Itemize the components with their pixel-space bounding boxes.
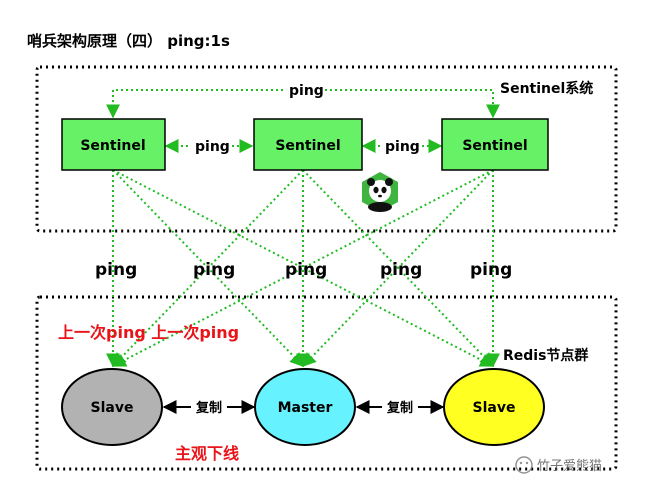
ping-label-large-2: ping xyxy=(193,260,235,280)
replicate-label-left: 复制 xyxy=(195,400,222,416)
ping-label-large-5: ping xyxy=(470,260,512,280)
last-ping-annotation: 上一次ping 上一次ping xyxy=(58,323,239,342)
replicate-label-right: 复制 xyxy=(386,400,413,416)
diagram-title: 哨兵架构原理（四） ping:1s xyxy=(27,32,230,50)
ping-label-large-4: ping xyxy=(380,260,422,280)
master-label: Master xyxy=(278,400,333,416)
sentinel-label-1: Sentinel xyxy=(80,138,145,154)
redis-nodes-label: Redis节点群 xyxy=(503,347,588,364)
replicate-label-left-bg xyxy=(191,397,227,417)
ping-label-s1-s2: ping xyxy=(195,139,230,155)
slave-label-right: Slave xyxy=(473,400,516,416)
sentinel-box-1 xyxy=(61,118,166,171)
master-node xyxy=(254,368,356,446)
watermark: 竹子爱熊猫 xyxy=(515,456,602,474)
replicate-label-right-bg xyxy=(382,397,418,417)
sentinel-system-frame xyxy=(35,65,618,233)
sentinel-box-3 xyxy=(441,118,549,171)
watermark-text: 竹子爱熊猫 xyxy=(537,458,602,474)
redis-nodes-frame xyxy=(35,295,618,471)
panda-icon xyxy=(362,172,398,212)
ping-label-s2-s3: ping xyxy=(385,139,420,155)
sentinel-label-3: Sentinel xyxy=(462,138,527,154)
slave-label-left: Slave xyxy=(91,400,134,416)
slave-node-left xyxy=(61,368,163,446)
sentinel-label-2: Sentinel xyxy=(275,138,340,154)
sentinel-node-links xyxy=(106,169,500,368)
ping-label-large-3: ping xyxy=(285,260,327,280)
top-ping-connector xyxy=(106,89,500,119)
subjective-down-annotation: 主观下线 xyxy=(175,444,239,463)
slave-node-right xyxy=(443,368,545,446)
wechat-icon xyxy=(515,456,533,474)
ping-label-large-1: ping xyxy=(95,260,137,280)
ping-label-top: ping xyxy=(289,83,324,99)
sentinel-box-2 xyxy=(253,118,363,171)
sentinel-system-label: Sentinel系统 xyxy=(500,80,593,97)
